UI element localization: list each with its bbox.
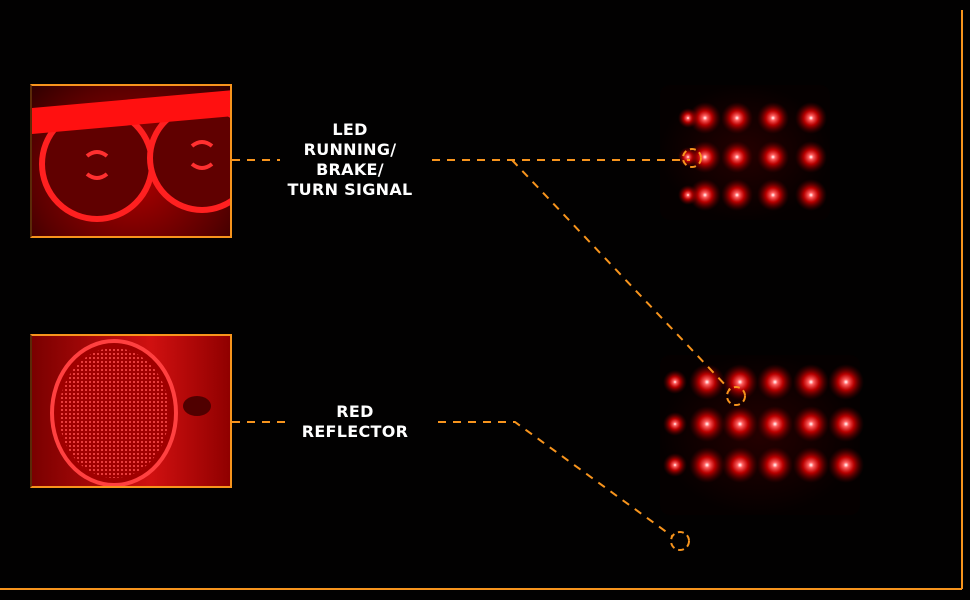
- led-light: [757, 141, 789, 173]
- led-light: [721, 141, 753, 173]
- led-light: [722, 364, 758, 400]
- label-line: BRAKE/: [316, 160, 384, 179]
- led-light: [795, 141, 827, 173]
- led-light: [689, 102, 721, 134]
- led-light: [828, 364, 864, 400]
- label-line: RUNNING/: [303, 140, 397, 159]
- led-light: [689, 141, 721, 173]
- led-light: [663, 370, 687, 394]
- callout-circle-led-top: [682, 148, 702, 168]
- label-line: REFLECTOR: [301, 422, 409, 441]
- callout-line-led-diagonal: [511, 159, 731, 391]
- led-array: [663, 102, 864, 483]
- led-closeup-image: [30, 84, 232, 238]
- reflector-closeup-image: [30, 334, 232, 488]
- label-line: RED: [336, 402, 374, 421]
- led-light: [793, 406, 829, 442]
- label-line: TURN SIGNAL: [287, 180, 413, 199]
- callout-circle-reflector: [670, 531, 690, 551]
- led-light: [663, 453, 687, 477]
- led-light: [828, 406, 864, 442]
- led-light: [757, 179, 789, 211]
- led-light: [722, 447, 758, 483]
- led-light: [793, 364, 829, 400]
- led-light: [663, 412, 687, 436]
- led-light: [722, 406, 758, 442]
- led-light: [689, 179, 721, 211]
- led-light: [757, 102, 789, 134]
- led-light: [721, 102, 753, 134]
- led-light: [757, 447, 793, 483]
- callout-lines: [232, 148, 746, 551]
- led-light: [757, 406, 793, 442]
- reflector-feature-label: RED REFLECTOR: [280, 402, 430, 442]
- led-light: [795, 179, 827, 211]
- led-light: [757, 364, 793, 400]
- led-feature-label: LED RUNNING/ BRAKE/ TURN SIGNAL: [270, 120, 430, 200]
- led-light: [828, 447, 864, 483]
- callout-line-reflector: [232, 421, 673, 537]
- led-light: [793, 447, 829, 483]
- label-line: LED: [332, 120, 368, 139]
- led-light: [689, 364, 725, 400]
- callout-circle-led-bottom: [726, 386, 746, 406]
- led-light: [689, 447, 725, 483]
- led-light: [721, 179, 753, 211]
- led-light: [689, 406, 725, 442]
- led-light: [795, 102, 827, 134]
